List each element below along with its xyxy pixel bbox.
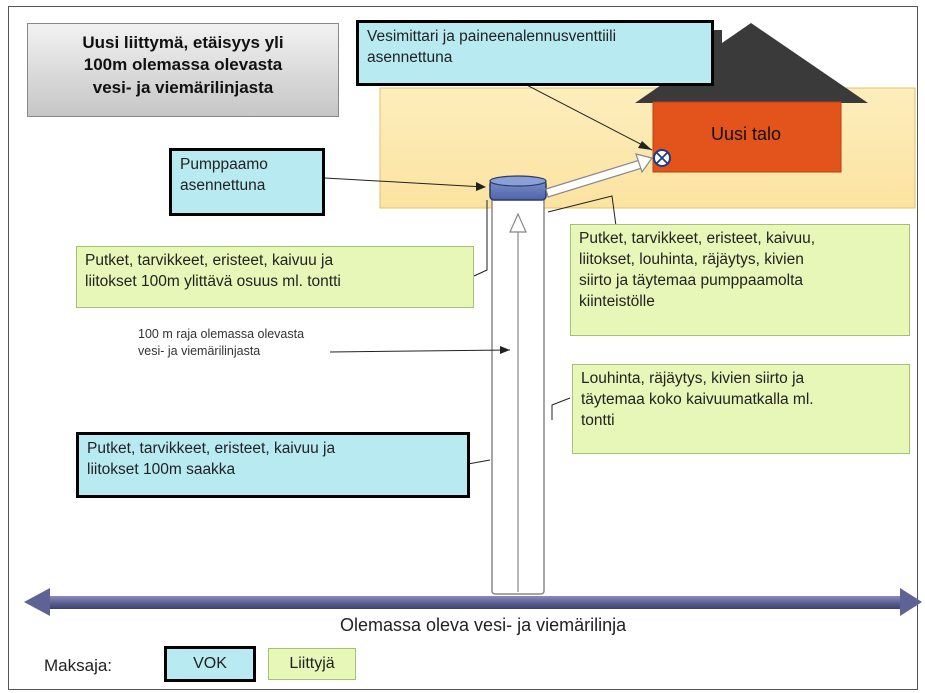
up-to-100m-line <box>467 459 491 465</box>
pump-to-property-callout: Putket, tarvikkeet, eristeet, kaivuu, li… <box>570 224 910 336</box>
legend-payer-label: Maksaja: <box>44 656 113 675</box>
pump-to-property-bracket <box>547 195 617 227</box>
main-line-bar <box>44 596 908 609</box>
up-to-100m-callout: Putket, tarvikkeet, eristeet, kaivuu ja … <box>76 432 470 498</box>
limit-callout-line <box>329 349 511 353</box>
meter-valve-callout: Vesimittari ja paineenalennusventtiili a… <box>356 20 714 86</box>
house-wall <box>652 101 842 173</box>
over-100m-callout: Putket, tarvikkeet, eristeet, kaivuu ja … <box>76 246 474 308</box>
main-line-arrow-right <box>900 588 922 616</box>
over-100m-bracket <box>473 200 488 277</box>
diagram-title: Uusi liittymä, etäisyys yli 100m olemass… <box>27 23 339 117</box>
main-line-arrow-left <box>24 588 50 616</box>
pump-callout-line <box>324 177 485 188</box>
limit-100m-label: 100 m raja olemassa olevasta vesi- ja vi… <box>138 327 305 358</box>
excavation-callout: Louhinta, räjäytys, kivien siirto ja täy… <box>572 364 910 454</box>
vertical-pipe-arrowhead <box>509 212 527 233</box>
main-line-label: Olemassa oleva vesi- ja viemärilinja <box>340 615 627 635</box>
house-pipe-arrowhead <box>635 153 654 174</box>
excavation-bracket <box>551 397 571 420</box>
legend-connector: Liittyjä <box>268 648 356 680</box>
pump-station-top <box>489 175 547 187</box>
legend-vok: VOK <box>164 646 256 682</box>
house-label: Uusi talo <box>711 124 782 144</box>
pump-station-callout: Pumppaamo asennettuna <box>169 148 325 216</box>
